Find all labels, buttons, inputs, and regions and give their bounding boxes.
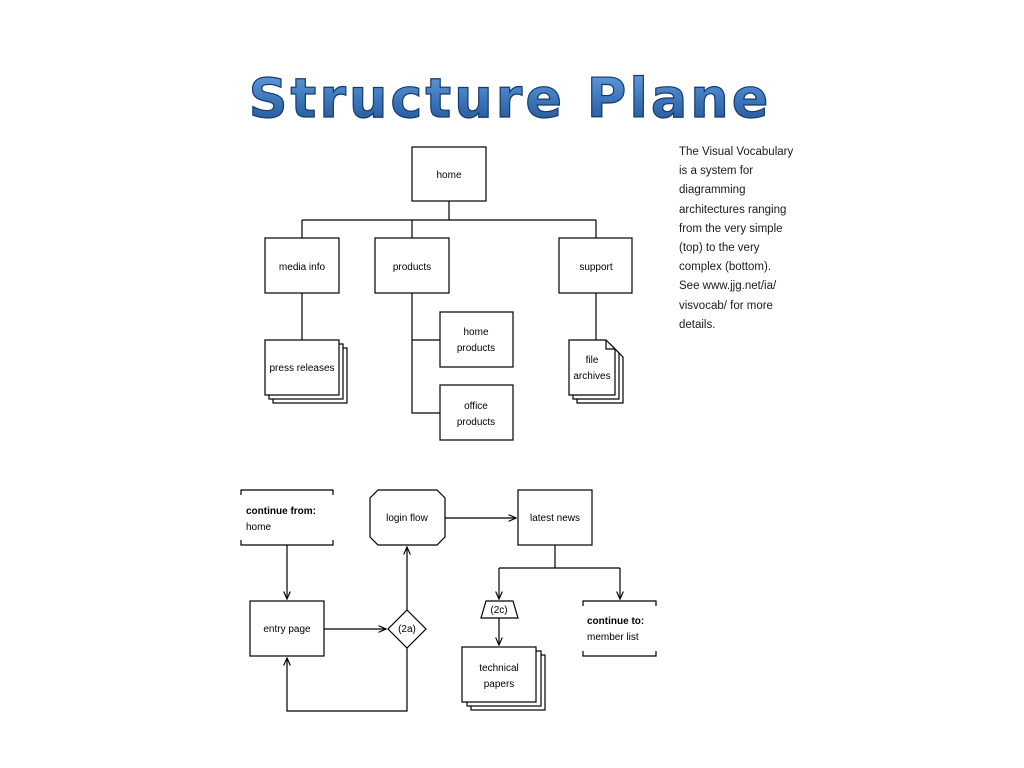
continuation-from: continue from: home [240,489,334,546]
continuation-from-label: continue from: [246,506,316,517]
caption-line: See www.jjg.net/ia/ [679,280,777,293]
top-diagram: home media info products support [264,146,633,441]
caption-line: diagramming [679,184,746,197]
page-latest-news: latest news [517,489,593,546]
slide-title: Structure Plane [248,66,772,130]
connector-2c-label: (2c) [490,605,507,616]
caption-line: The Visual Vocabulary [679,146,794,158]
page-entry-page: entry page [249,600,325,657]
page-home: home [411,146,487,202]
page-products: products [374,237,450,294]
continuation-to: continue to: member list [582,600,657,657]
caption-line: from the very simple [679,222,783,235]
page-media-info: media info [264,237,340,294]
page-office-products: office products [439,384,514,441]
page-entry-page-label: entry page [263,624,311,635]
pagestack-technical-papers-label: papers [484,679,515,690]
bottom-diagram: continue from: home login flow latest ne… [240,489,657,712]
page-products-label: products [393,262,431,273]
title-text: Structure Plane [249,67,772,130]
continuation-to-target: member list [587,632,639,643]
caption-line: complex (bottom). [679,261,772,274]
page-support-label: support [579,262,613,273]
caption-line: visvocab/ for more [679,299,773,312]
page-home-products-label: products [457,343,495,354]
connector-2c: (2c) [480,600,519,619]
filestack-file-archives: file archives [568,339,624,404]
continuation-to-label: continue to: [587,616,644,627]
pagestack-press-releases: press releases [264,339,348,404]
caption-line: architectures ranging [679,203,787,216]
page-latest-news-label: latest news [530,513,580,524]
pagestack-technical-papers: technical papers [461,646,546,711]
continuation-from-target: home [246,522,271,533]
page-office-products-label: products [457,417,495,428]
conditional-2a: (2a) [387,609,427,649]
page-home-products: home products [439,311,514,368]
area-login-flow-label: login flow [386,513,428,524]
arrow-conditional-back-to-entry [287,648,408,712]
page-media-info-label: media info [279,262,326,273]
pagestack-press-releases-label: press releases [269,363,334,374]
pagestack-technical-papers-label: technical [479,663,518,674]
area-login-flow: login flow [369,489,446,546]
page-support: support [558,237,633,294]
filestack-file-archives-label: archives [573,371,610,382]
caption-line: is a system for [679,165,754,178]
page-home-products-label: home [463,327,488,338]
filestack-file-archives-label: file [586,355,599,366]
caption-line: details. [679,318,716,331]
caption: The Visual Vocabulary is a system for di… [679,143,809,335]
page-office-products-label: office [464,401,488,412]
page-home-label: home [436,170,461,181]
conditional-2a-label: (2a) [398,624,416,635]
caption-line: (top) to the very [679,242,760,255]
connector-line [411,293,440,414]
